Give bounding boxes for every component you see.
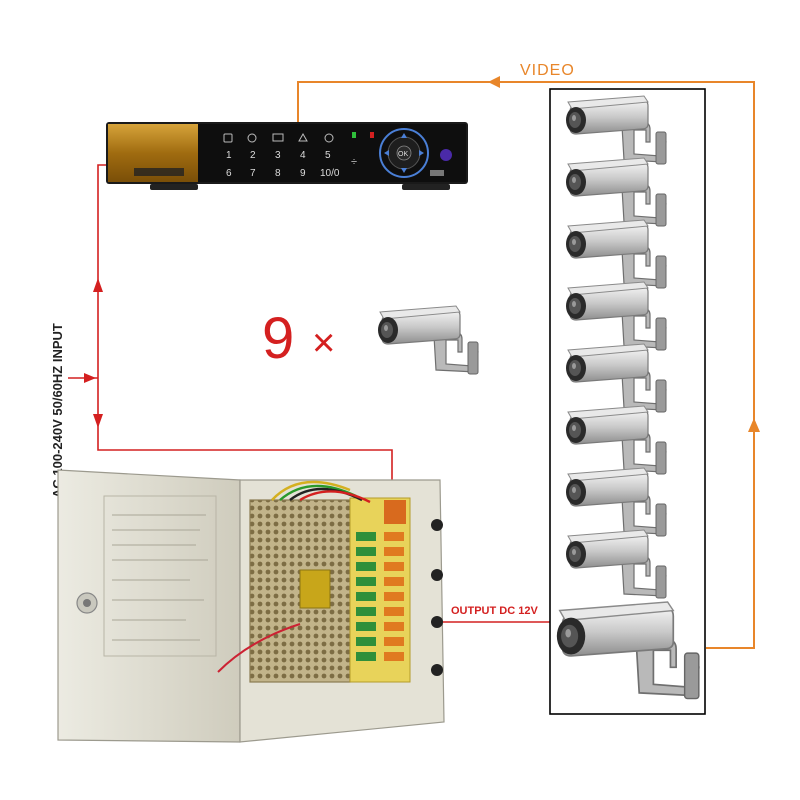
- dvr-ok-button[interactable]: OK: [398, 151, 408, 158]
- video-line: [297, 81, 755, 649]
- fuse-6: [356, 607, 404, 616]
- dvr-key-10[interactable]: 10/0: [320, 168, 340, 179]
- fuse-4: [356, 577, 404, 586]
- door-cable: [217, 623, 301, 673]
- dvr-key-9[interactable]: 9: [300, 168, 306, 179]
- dvr-keys-row2: 6 7 8 9 10/0: [226, 168, 340, 179]
- fuse-7: [356, 622, 404, 631]
- fuse-1: [356, 532, 404, 541]
- camera-count: 9: [262, 306, 294, 371]
- video-arrow-icon: [748, 418, 760, 432]
- dpad-right-icon: [419, 150, 424, 156]
- output-label: OUTPUT DC 12V: [451, 605, 538, 617]
- dvr-key-2[interactable]: 2: [250, 150, 256, 161]
- multiply-sign: ×: [312, 321, 335, 365]
- box-knockouts: [431, 519, 443, 676]
- wire-bundle: [271, 480, 371, 504]
- dvr-key-6[interactable]: 6: [226, 168, 232, 179]
- dvr-foot: [402, 184, 450, 190]
- dpad-left-icon: [384, 150, 389, 156]
- dvr-key-4[interactable]: 4: [300, 150, 306, 161]
- fuse-list: [356, 532, 404, 661]
- dvr-recorder: 1 2 3 4 5 6 7 8 9 10/0 ÷ OK: [106, 122, 468, 190]
- fuse-9: [356, 652, 404, 661]
- dvr-usb-port: [430, 170, 444, 176]
- fuse-5: [356, 592, 404, 601]
- door-diagram-lines: [112, 514, 208, 641]
- camera-multiplier: 9 ×: [262, 305, 479, 375]
- dvr-top-icons: [223, 132, 374, 143]
- dvr-key-7[interactable]: 7: [250, 168, 256, 179]
- dvr-foot: [150, 184, 198, 190]
- fuse-8: [356, 637, 404, 646]
- video-label: VIDEO: [520, 62, 575, 79]
- dpad-down-icon: [401, 168, 407, 173]
- dvr-key-3[interactable]: 3: [275, 150, 281, 161]
- fuse-3: [356, 562, 404, 571]
- dpad-up-icon: [401, 133, 407, 138]
- camera-icon: [377, 305, 479, 375]
- dvr-key-8[interactable]: 8: [275, 168, 281, 179]
- power-arrow-icon: [84, 373, 96, 383]
- power-input-link: AC 100-240V 50/60HZ INPUT: [50, 164, 393, 520]
- power-distribution-board: [349, 497, 411, 683]
- dvr-keys-row1: 1 2 3 4 5: [226, 150, 331, 161]
- video-link: VIDEO: [297, 62, 760, 649]
- power-arrow-icon: [93, 414, 103, 428]
- dvr-power-button[interactable]: [440, 149, 452, 161]
- fuse-2: [356, 547, 404, 556]
- dvr-divide-icon: ÷: [351, 156, 357, 168]
- power-line-to-dvr: [97, 164, 393, 520]
- input-label: AC 100-240V 50/60HZ INPUT: [50, 323, 65, 498]
- power-arrow-icon: [93, 278, 103, 292]
- power-supply-box: [57, 469, 445, 743]
- dvr-key-5[interactable]: 5: [325, 150, 331, 161]
- dvr-dpad[interactable]: OK: [379, 128, 429, 178]
- video-arrow-icon: [488, 76, 500, 88]
- dvr-key-1[interactable]: 1: [226, 150, 232, 161]
- power-output-link: OUTPUT DC 12V: [440, 605, 550, 623]
